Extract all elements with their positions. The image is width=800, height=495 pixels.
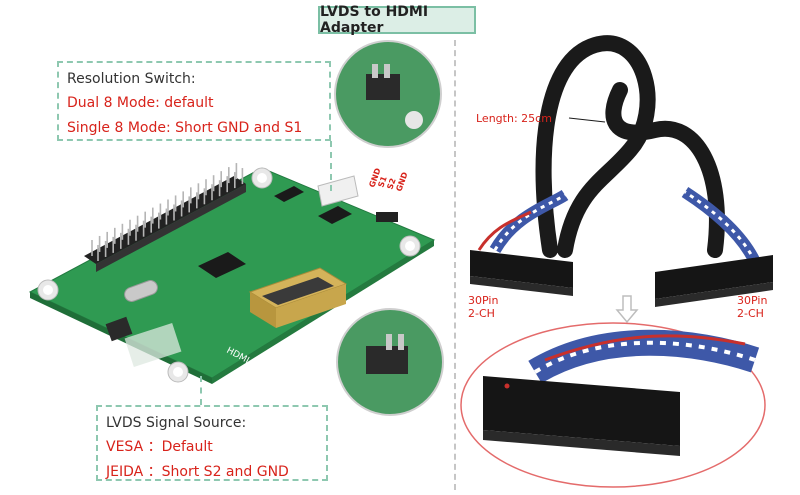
power-connector	[317, 175, 359, 207]
cable-length-label: Length: 25cm	[476, 112, 552, 125]
cable-sleeve	[535, 35, 725, 258]
zoom-arrow	[615, 295, 639, 324]
lead-line-top	[330, 141, 332, 191]
jumper-header	[376, 212, 398, 222]
right-connector	[655, 255, 773, 307]
small-chip	[274, 186, 304, 202]
panel-divider	[454, 40, 456, 490]
connector-zoom	[460, 322, 766, 488]
pin-label-s1: S1	[376, 175, 388, 189]
pin-label-s2: S2	[385, 177, 397, 191]
processor-chip	[198, 252, 246, 278]
signal-source-heading: LVDS Signal Source:	[106, 415, 247, 431]
heatsink	[124, 323, 182, 367]
wire-bundle-right	[681, 186, 761, 265]
board-illustration: HDMI-OUT GND S1 S2 GND	[28, 40, 444, 416]
inductor	[105, 316, 133, 342]
jumper-zoom-top	[334, 40, 442, 148]
left-connector	[470, 250, 573, 296]
crystal-oscillator	[124, 280, 158, 302]
hdmi-port	[248, 267, 348, 328]
left-connector-channel: 2-CH	[468, 307, 495, 320]
right-connector-channel: 2-CH	[737, 307, 764, 320]
header-pins	[91, 163, 244, 261]
right-connector-label: 30Pin 2-CH	[737, 294, 767, 320]
resolution-switch-note: Resolution Switch: Dual 8 Mode: default …	[57, 61, 331, 141]
lead-line-bottom	[200, 376, 202, 405]
single8-mode-text: Single 8 Mode: Short GND and S1	[67, 120, 303, 136]
dual8-mode-text: Dual 8 Mode: default	[67, 95, 214, 111]
length-pointer	[568, 117, 606, 123]
left-connector-pins: 30Pin	[468, 294, 499, 307]
pin-label-gnd-2: GND	[394, 171, 409, 193]
signal-source-note: LVDS Signal Source: VESA ：Default JEIDA …	[96, 405, 328, 481]
jeida-text: JEIDA ：Short S2 and GND	[106, 464, 289, 480]
cable-illustration	[460, 35, 773, 488]
vesa-text: VESA ：Default	[106, 439, 213, 455]
page-title: LVDS to HDMI Adapter	[320, 4, 429, 36]
right-connector-pins: 30Pin	[737, 294, 768, 307]
wire-bundle-left	[477, 189, 569, 254]
jumper-zoom-bottom	[336, 308, 444, 416]
resolution-switch-heading: Resolution Switch:	[67, 71, 196, 87]
controller-chip	[318, 206, 352, 224]
left-connector-label: 30Pin 2-CH	[468, 294, 498, 320]
title-banner: LVDS to HDMI Adapter	[318, 4, 476, 36]
lvds-pin-header	[84, 176, 246, 272]
